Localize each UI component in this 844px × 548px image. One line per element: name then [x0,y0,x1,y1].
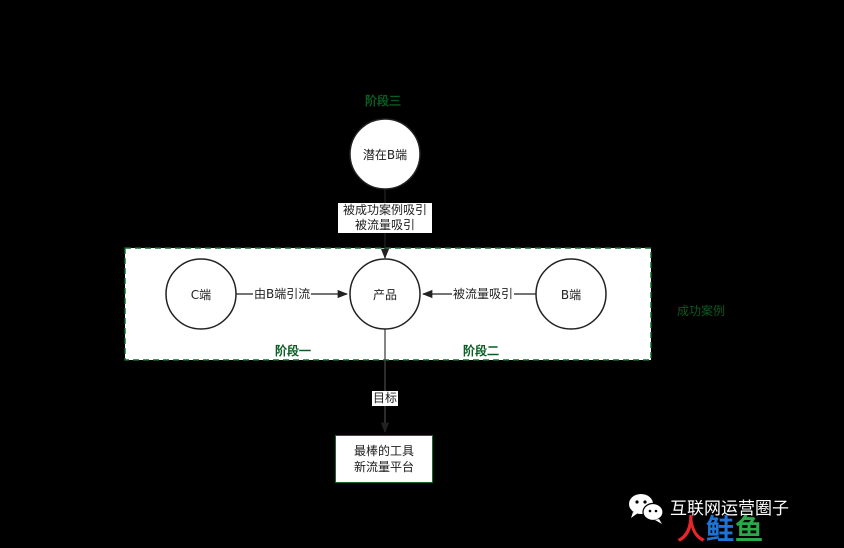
edge-label-c-to-product: 由B端引流 [253,287,312,302]
success-case-note: 成功案例 [677,304,726,318]
edge-label-top: 被成功案例吸引 被流量吸引 [338,203,432,233]
goal-line1: 最棒的工具 [353,444,414,458]
watermark-logo-part3: 鱼 [735,513,765,546]
goal-box: 最棒的工具 新流量平台 [335,435,433,483]
node-c-end [165,258,237,330]
edge-label-top-line1: 被成功案例吸引 [342,203,427,217]
watermark-logo-part1: 人 [677,513,707,546]
stage3-label: 阶段三 [365,94,402,108]
stage1-label: 阶段一 [275,344,312,358]
stage2-label: 阶段二 [463,344,500,358]
watermark: 互联网运营圈子 人鲑鱼 [627,490,827,546]
wechat-icon [629,494,664,524]
watermark-logo: 人鲑鱼 [677,508,764,548]
watermark-text: 互联网运营圈子 [670,499,789,519]
node-potential-b-label: 潜在B端 [362,148,408,162]
node-c-end-label: C端 [190,288,212,302]
edge-label-b-to-product: 被流量吸引 [452,287,515,302]
node-b-end-label: B端 [560,288,582,302]
node-b-end [535,258,607,330]
goal-line2: 新流量平台 [353,460,414,474]
node-potential-b [349,118,421,190]
watermark-logo-part2: 鲑 [706,513,736,546]
node-product-label: 产品 [372,288,397,302]
node-product [349,258,421,330]
edge-label-product-to-goal: 目标 [372,391,399,406]
edge-label-top-line2: 被流量吸引 [354,218,415,232]
